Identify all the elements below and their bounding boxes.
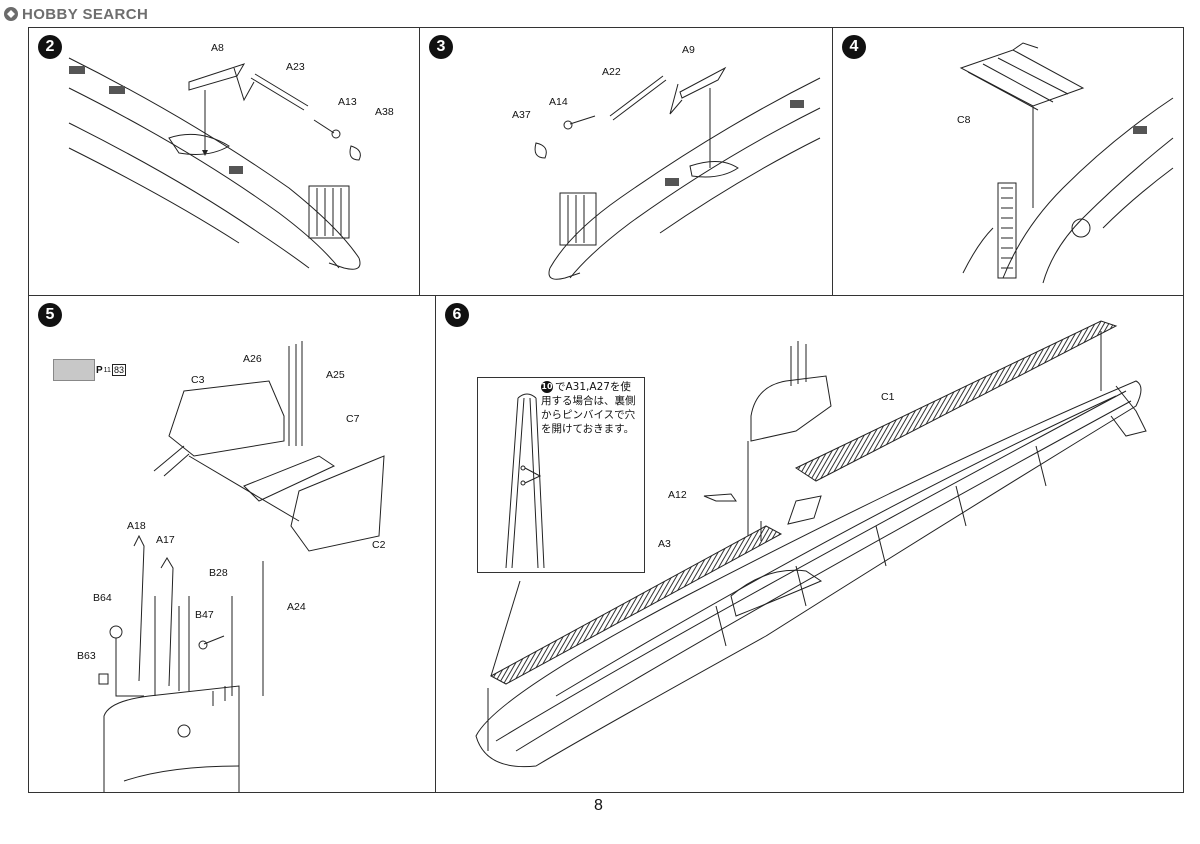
step-6-drawing	[475, 320, 1147, 768]
step-number: 4	[842, 35, 866, 59]
part-label-c8: C8	[957, 114, 971, 126]
part-label-a14: A14	[549, 96, 568, 108]
part-label-a3: A3	[658, 538, 671, 550]
note-box	[477, 377, 645, 573]
step-5-drawing	[98, 341, 385, 792]
logo-icon	[4, 7, 18, 21]
paint-swatch	[53, 359, 95, 381]
step-3-drawing	[534, 66, 821, 280]
note-step-number: 10	[541, 381, 553, 393]
part-label-c2: C2	[372, 539, 386, 551]
step-number: 3	[429, 35, 453, 59]
part-label-a26: A26	[243, 353, 262, 365]
step-number: 2	[38, 35, 62, 59]
part-label-a23: A23	[286, 61, 305, 73]
watermark: HOBBY SEARCH	[4, 3, 148, 25]
page-number: 8	[594, 797, 603, 814]
step-6-panel: 6	[435, 295, 1184, 793]
antenna-drawing	[505, 393, 545, 569]
part-label-b63: B63	[77, 650, 96, 662]
part-label-a38: A38	[375, 106, 394, 118]
part-label-a24: A24	[287, 601, 306, 613]
step-4-drawing	[959, 42, 1174, 284]
part-label-a17: A17	[156, 534, 175, 546]
part-label-b64: B64	[93, 592, 112, 604]
step-4-panel: 4 C8	[832, 27, 1184, 296]
step-3-panel: 3 A9 A22 A14 A37	[419, 27, 833, 296]
part-label-c3: C3	[191, 374, 205, 386]
part-label-b47: B47	[195, 609, 214, 621]
part-label-a37: A37	[512, 109, 531, 121]
step-number: 5	[38, 303, 62, 327]
part-label-c7: C7	[346, 413, 360, 425]
step-number: 6	[445, 303, 469, 327]
part-label-a13: A13	[338, 96, 357, 108]
watermark-text: HOBBY SEARCH	[22, 5, 149, 23]
part-label-b28: B28	[209, 567, 228, 579]
step-2-drawing	[68, 57, 361, 270]
part-label-a25: A25	[326, 369, 345, 381]
part-label-a12: A12	[668, 489, 687, 501]
step-2-panel: 2 A8 A23 A13 A38	[28, 27, 420, 296]
part-label-a9: A9	[682, 44, 695, 56]
part-label-a18: A18	[127, 520, 146, 532]
part-label-c1: C1	[881, 391, 895, 403]
part-label-a8: A8	[211, 42, 224, 54]
part-label-a22: A22	[602, 66, 621, 78]
